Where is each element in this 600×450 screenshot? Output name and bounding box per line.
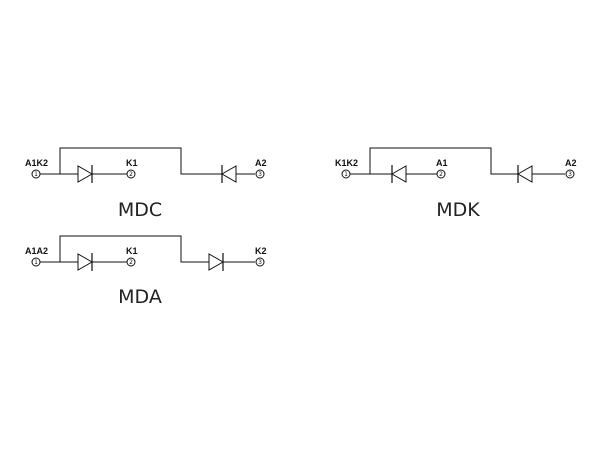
mdk-diode-2-symbol xyxy=(516,165,533,183)
mda-title: MDA xyxy=(118,286,162,308)
circuit-mdc: 1 2 3 A1K2 K1 A2 MDC xyxy=(25,147,267,221)
mda-diode-2-symbol xyxy=(208,253,225,271)
mdk-label-k1k2: K1K2 xyxy=(335,158,358,168)
mda-terminal-3-num: 3 xyxy=(258,259,262,266)
mdc-title: MDC xyxy=(118,199,162,221)
mdk-terminal-3 xyxy=(565,169,575,179)
mda-wire-top xyxy=(59,235,205,263)
mdc-wire-top xyxy=(59,147,205,175)
mdk-label-a2: A2 xyxy=(565,158,577,168)
mda-label-k2: K2 xyxy=(255,246,267,256)
mdc-terminal-2 xyxy=(126,169,136,179)
circuit-mdk: 1 2 3 K1K2 A1 A2 MDK xyxy=(335,147,577,221)
mdk-terminal-1-num: 1 xyxy=(344,171,348,178)
mdk-terminal-2 xyxy=(436,169,446,179)
mdc-terminal-3 xyxy=(255,169,265,179)
mdk-wire-top xyxy=(369,147,515,175)
mdc-label-k1: K1 xyxy=(126,158,138,168)
mdc-diode-1-anode-symbol xyxy=(77,165,94,183)
mdc-terminal-2-num: 2 xyxy=(129,171,133,178)
mdc-label-a1k2: A1K2 xyxy=(25,158,48,168)
mdk-terminal-3-num: 3 xyxy=(568,171,572,178)
mdc-label-a2: A2 xyxy=(255,158,267,168)
mdc-diode-2-symbol xyxy=(220,165,237,183)
mda-label-k1: K1 xyxy=(126,246,138,256)
mdk-title: MDK xyxy=(436,199,480,221)
mdk-label-a1: A1 xyxy=(436,158,448,168)
mda-label-a1a2: A1A2 xyxy=(25,246,48,256)
mdk-terminal-1 xyxy=(341,169,351,179)
mda-diode-1-symbol xyxy=(77,253,94,271)
mda-terminal-2 xyxy=(126,257,136,267)
mdc-terminal-3-num: 3 xyxy=(258,171,262,178)
mdc-terminal-1 xyxy=(31,169,41,179)
mda-terminal-1 xyxy=(31,257,41,267)
mdk-diode-1-symbol xyxy=(390,165,407,183)
circuit-mda: 1 2 3 A1A2 K1 K2 MDA xyxy=(25,235,267,308)
mdc-terminal-1-num: 1 xyxy=(34,171,38,178)
mda-terminal-1-num: 1 xyxy=(34,259,38,266)
mdk-terminal-2-num: 2 xyxy=(439,171,443,178)
mda-terminal-3 xyxy=(255,257,265,267)
mda-terminal-2-num: 2 xyxy=(129,259,133,266)
